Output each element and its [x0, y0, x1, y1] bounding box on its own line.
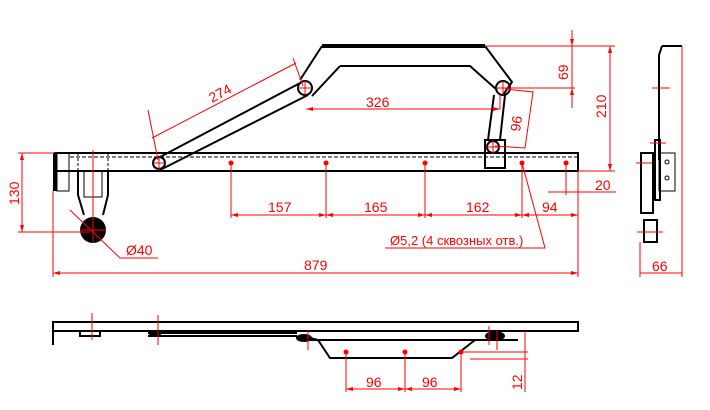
dim-879: 879 [304, 257, 328, 273]
plan-rail [52, 321, 579, 332]
dim-165: 165 [364, 199, 388, 215]
dim-274: 274 [206, 80, 234, 105]
dim-wheel-diameter: Ø40 [126, 242, 153, 258]
dim-12: 12 [509, 374, 525, 390]
caster-fork [77, 171, 109, 216]
dim-210: 210 [593, 94, 609, 118]
dim-96-bottom-1: 96 [366, 374, 382, 390]
dim-162: 162 [466, 199, 490, 215]
dim-326: 326 [366, 94, 390, 110]
dim-69: 69 [555, 64, 571, 80]
short-link [487, 94, 506, 141]
dim-94: 94 [542, 199, 558, 215]
dim-96-bottom-2: 96 [422, 374, 438, 390]
mounting-holes [228, 160, 569, 166]
dimensions: 274 326 96 69 210 130 Ø40 879 157 165 16… [6, 30, 616, 277]
link-bracket [484, 139, 506, 169]
handle-frame [299, 45, 514, 97]
holes-note: Ø5,2 (4 сквозных отв.) [390, 233, 523, 248]
dim-157: 157 [268, 199, 292, 215]
front-view [53, 44, 579, 243]
dim-66: 66 [652, 258, 668, 274]
dim-96-link: 96 [507, 115, 525, 133]
dim-20: 20 [595, 177, 611, 193]
bottom-view: 96 96 12 [52, 313, 579, 392]
dim-130: 130 [6, 181, 22, 205]
side-view: 66 [636, 45, 683, 277]
end-stop [53, 153, 57, 191]
long-link [159, 81, 309, 171]
